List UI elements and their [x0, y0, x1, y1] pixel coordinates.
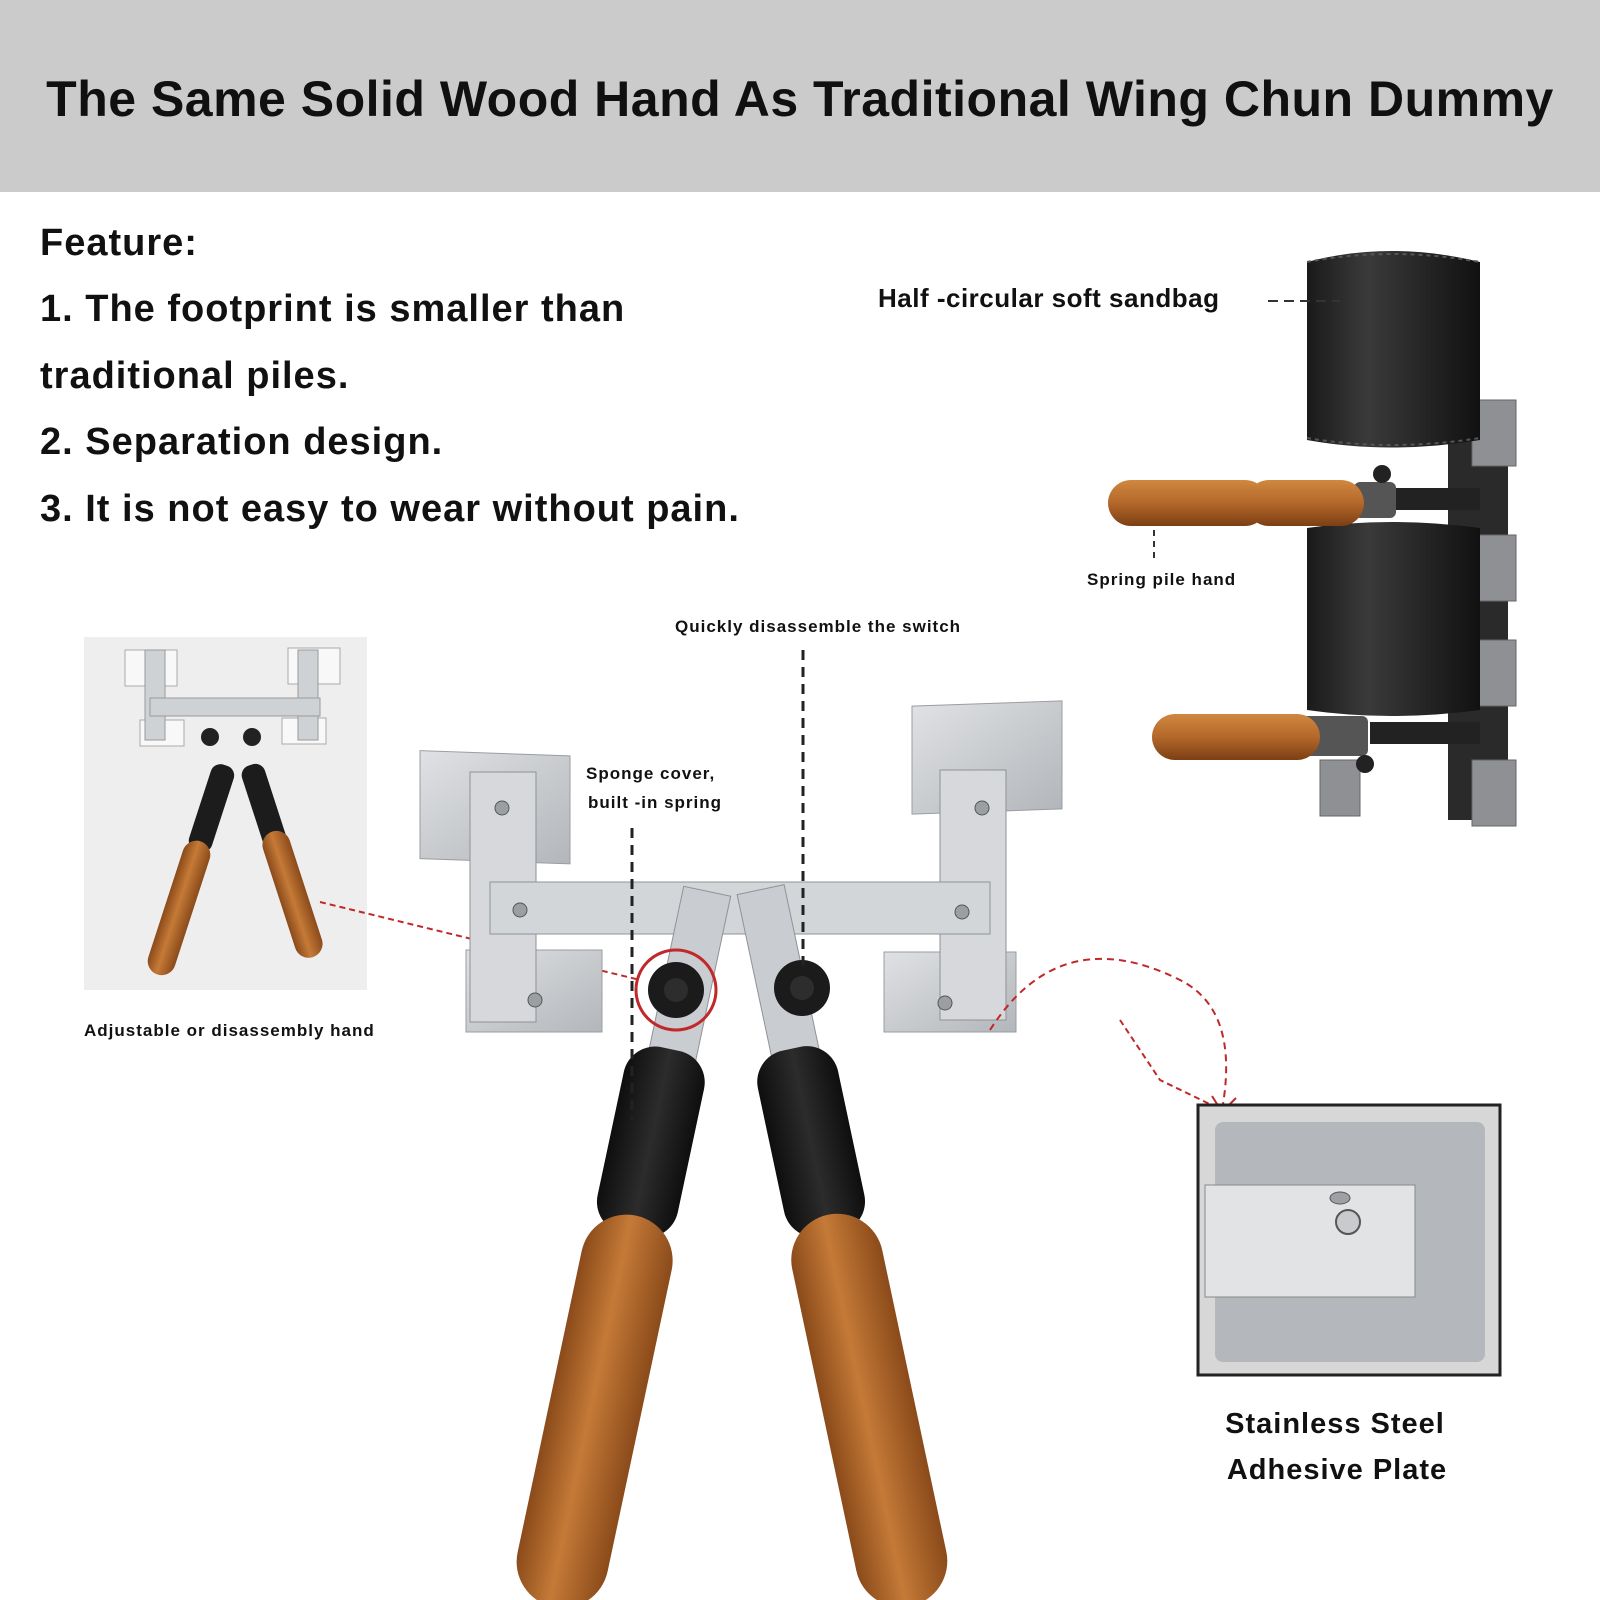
knob-highlight-circle	[634, 948, 718, 1032]
spring-hand-label: Spring pile hand	[1087, 570, 1237, 589]
quick-release-knob-right	[774, 960, 830, 1016]
plate-label-line1: Stainless Steel	[1225, 1408, 1445, 1440]
feature-item-3: 3. It is not easy to wear without pain.	[40, 488, 740, 530]
title-banner	[0, 0, 1600, 192]
feature-item-2: 2. Separation design.	[40, 421, 444, 463]
page-title: The Same Solid Wood Hand As Traditional …	[46, 71, 1554, 127]
adjustable-hand-label: Adjustable or disassembly hand	[84, 1021, 375, 1040]
sandbag-label: Half -circular soft sandbag	[878, 283, 1220, 313]
adhesive-plate-photo	[1196, 1103, 1502, 1377]
quick-release-knob-left	[648, 962, 704, 1018]
wall-dummy-illustration	[1108, 251, 1517, 827]
hand-inset-photo	[84, 637, 367, 990]
plate-label-line2: Adhesive Plate	[1226, 1454, 1448, 1486]
main-hand-assembly	[419, 700, 1063, 1600]
quick-switch-label: Quickly disassemble the switch	[675, 617, 962, 636]
feature-item-1-cont: traditional piles.	[40, 355, 350, 397]
sponge-label-line2: built -in spring	[588, 793, 723, 812]
feature-heading: Feature:	[40, 222, 198, 264]
feature-item-1: 1. The footprint is smaller than	[40, 288, 626, 330]
sponge-label-line1: Sponge cover,	[586, 764, 716, 783]
